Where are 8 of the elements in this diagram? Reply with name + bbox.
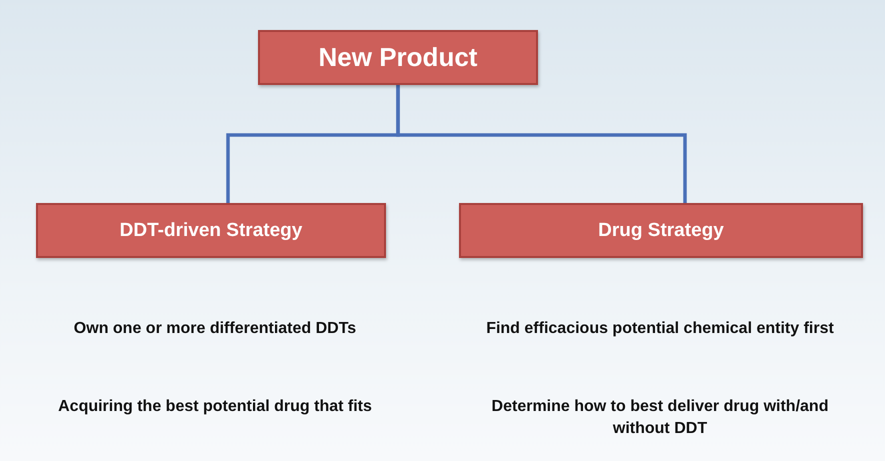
strategy-box: DDT-driven Strategy (36, 203, 386, 258)
note-text: Acquiring the best potential drug that fits (57, 397, 373, 417)
note-text: Determine how to best deliver drug with/and without DDT (490, 397, 830, 439)
strategy-box: Drug Strategy (459, 203, 863, 258)
connector-line (396, 85, 687, 203)
note-text: Own one or more differentiated DDTs (72, 319, 358, 339)
strategy-box: New Product (258, 30, 538, 85)
note-text: Find efficacious potential chemical entity first (485, 319, 835, 339)
